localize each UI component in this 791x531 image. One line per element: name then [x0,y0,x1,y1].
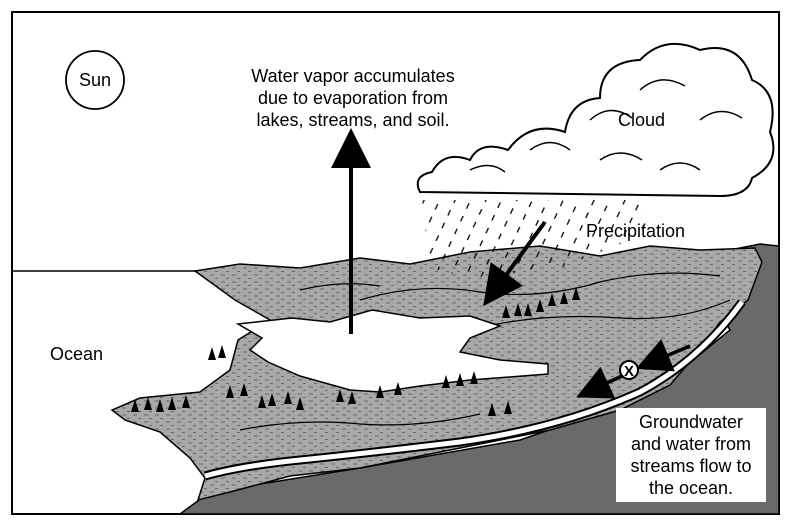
groundwater-caption: Groundwater and water from streams flow … [630,412,751,498]
tree-icon [470,371,478,384]
tree-icon [168,397,176,410]
svg-text:lakes, streams, and soil.: lakes, streams, and soil. [256,110,449,130]
sun [65,50,125,110]
tree-icon [258,395,266,408]
lake [235,309,549,393]
tree-icon [536,299,544,312]
tree-icon [488,403,496,416]
precipitation-arrow [483,220,547,307]
tree-icon [456,373,464,386]
cloud-shape [416,43,775,198]
tree-icon [218,345,226,358]
tree-icon [348,391,356,404]
sun-label: Sun [79,70,111,90]
groundwater-arrow-upper [635,339,691,372]
tree-icon [442,375,450,388]
tree-icon [524,303,532,316]
tree-icon [394,382,402,395]
x-marker-label: X [624,363,634,380]
tree-icon [514,303,522,316]
tree-icon [131,399,139,412]
cloud-label: Cloud [618,110,665,130]
tree-icon [226,385,234,398]
tree-icon [208,347,216,360]
x-marker [619,360,639,380]
tree-icon [284,391,292,404]
precipitation-rain [422,200,655,278]
tree-icon [502,305,510,318]
ridge-lines [239,272,731,431]
tree-icon [504,401,512,414]
tree-icon [548,293,556,306]
svg-text:streams flow to: streams flow to [630,456,751,476]
tree-icon [268,393,276,406]
svg-text:the ocean.: the ocean. [649,478,733,498]
svg-text:due to evaporation from: due to evaporation from [258,88,448,108]
tree-icon [560,291,568,304]
tree-icon [240,383,248,396]
tree-icon [572,287,580,300]
ocean-label: Ocean [50,344,103,364]
tree-icon [144,397,152,410]
tree-icon [156,399,164,412]
tree-icon [296,397,304,410]
tree-icon [376,385,384,398]
svg-text:Water vapor accumulates: Water vapor accumulates [251,66,454,86]
svg-text:and water from: and water from [631,434,751,454]
trees [131,287,580,416]
tree-icon [336,389,344,402]
evaporation-caption: Water vapor accumulates due to evaporati… [251,66,454,130]
tree-icon [182,395,190,408]
svg-text:Groundwater: Groundwater [639,412,743,432]
groundwater-caption-box [616,408,766,502]
precipitation-label: Precipitation [586,221,685,241]
groundwater-arrow-lower [576,366,623,399]
